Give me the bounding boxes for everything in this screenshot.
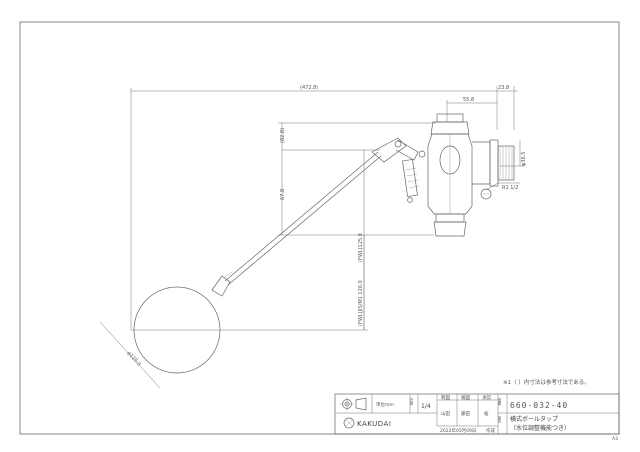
sheet-size-label: A3: [612, 436, 618, 442]
dim-body-width: 55.8: [463, 97, 474, 103]
dimension-lines: [99, 86, 524, 389]
checker-name: 藤田: [461, 410, 470, 417]
valve-body: [427, 113, 515, 237]
title-block: 単位mm 尺度 1/4 製図 検図 承認 山田 藤田 桜 KAKUDAI 202…: [334, 393, 620, 435]
svg-text:KAKUDAI: KAKUDAI: [357, 420, 391, 428]
lever-linkage: [371, 137, 426, 203]
dim-overall-length: (472.8): [300, 85, 318, 91]
approved-label: 承認: [482, 394, 491, 401]
dim-float-offset: (FWL)JIS/M1 126.0: [358, 280, 364, 326]
creation-date-suffix: 作成: [486, 427, 495, 434]
unit-label: 単位mm: [376, 401, 394, 408]
product-name-line2: （水位調整機能つき）: [510, 424, 570, 432]
checked-label: 検図: [461, 394, 470, 401]
dim-connection-depth: 23.8: [498, 85, 509, 91]
dim-thread-diameter: φ36.5: [521, 152, 527, 166]
product-no-label: 品番: [497, 398, 502, 406]
product-name-line1: 横式ボールタップ: [510, 415, 558, 423]
dim-thread-size: R1 1/2: [502, 185, 518, 191]
dim-body-height: 67.8: [280, 189, 286, 200]
product-number: 660-032-40: [510, 401, 568, 410]
approver-name: 桜: [484, 410, 489, 417]
drafted-label: 製図: [441, 394, 450, 401]
drawing-border: [19, 21, 620, 435]
dim-arm-height: (82.8): [280, 128, 286, 143]
scale-label: 尺度: [409, 398, 414, 406]
float-ball: [133, 275, 231, 374]
creation-date: 2022年05月09日: [440, 427, 476, 434]
third-angle-projection-icon: [340, 397, 367, 411]
reference-dimension-note: ※1（ ）内寸法は参考寸法である。: [503, 378, 590, 386]
scale-value: 1/4: [421, 403, 431, 410]
dim-water-level-range: (FWL)125.0: [358, 233, 364, 262]
company-logo: KAKUDAI: [343, 417, 391, 429]
drafter-name: 山田: [441, 410, 450, 417]
float-arm-rod: [223, 151, 382, 286]
dim-ball-diameter: φ125.0: [126, 350, 142, 367]
product-name-label: 品名: [497, 416, 502, 424]
